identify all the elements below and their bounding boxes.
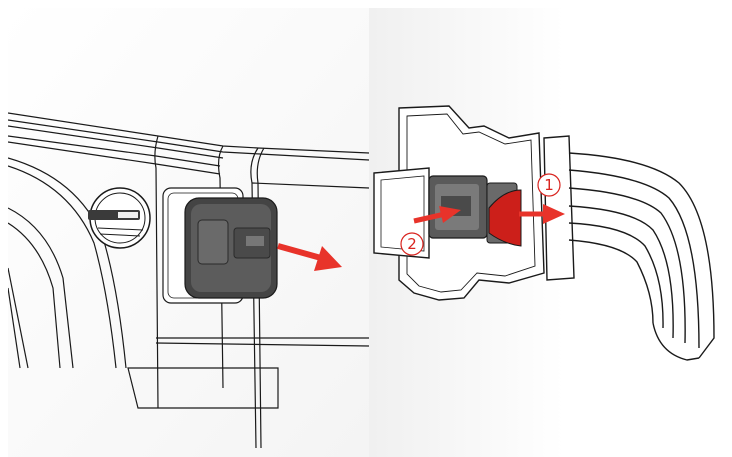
vehicle-body-outline	[8, 112, 369, 449]
connector-housing	[184, 197, 278, 299]
connector-detail-illustration: 1 2	[369, 8, 724, 457]
right-panel: 1 2	[369, 8, 724, 457]
step-2-label: 2	[400, 232, 424, 256]
pull-arrow-icon	[277, 243, 342, 271]
vehicle-illustration	[8, 8, 369, 457]
svg-text:2: 2	[407, 235, 417, 253]
pull-arrow-icon	[519, 204, 565, 224]
release-tab	[488, 189, 522, 247]
step-1-label: 1	[537, 173, 561, 197]
latch-assembly	[428, 175, 522, 247]
wire-harness	[568, 152, 715, 361]
push-arrow-icon	[413, 206, 461, 224]
fuel-cap	[88, 187, 151, 249]
svg-text:1: 1	[544, 176, 554, 194]
left-panel	[8, 8, 369, 457]
